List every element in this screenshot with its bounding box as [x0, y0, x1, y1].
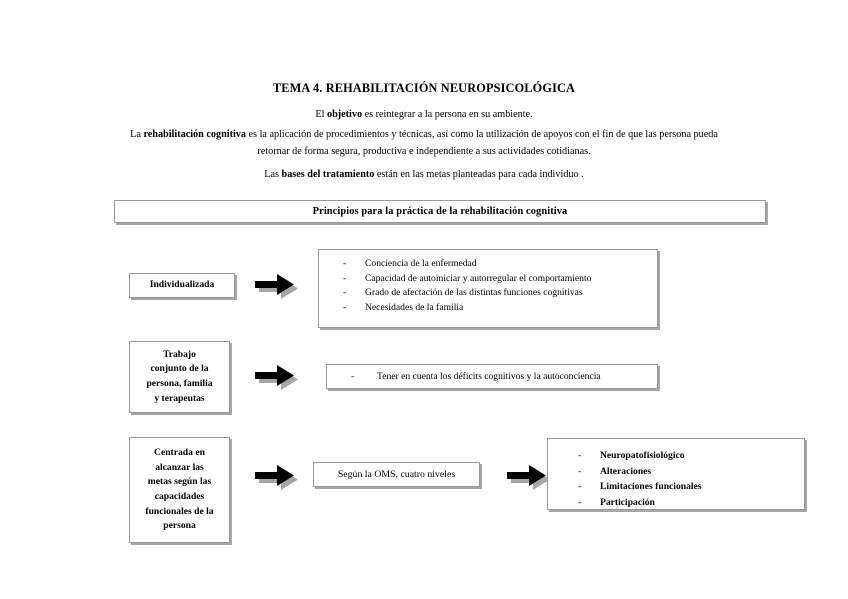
objetivo-suffix: es reintegrar a la persona en su ambient…: [362, 109, 533, 120]
bullet-dash: -: [578, 496, 582, 508]
list-item: - Tener en cuenta los déficits cognitivo…: [327, 365, 657, 388]
bullet-dash: -: [343, 258, 347, 269]
bases-line: Las bases del tratamiento están en las m…: [0, 167, 848, 182]
rehabilitacion-paragraph: La rehabilitación cognitiva es la aplica…: [66, 127, 782, 160]
list-item-label: Participación: [600, 496, 655, 508]
rehabilitacion-line-1: La rehabilitación cognitiva es la aplica…: [66, 127, 782, 144]
right-block-arrow-icon: [505, 464, 551, 490]
list-item-label: Alteraciones: [600, 465, 652, 477]
objetivo-bold: objetivo: [326, 109, 363, 120]
label-line: Trabajo: [163, 348, 196, 360]
bases-suffix: están en las metas planteadas para cada …: [374, 169, 584, 180]
rehabilitacion-line-2: retornar de forma segura, productiva e i…: [257, 145, 591, 157]
label-line: alcanzar las: [155, 461, 204, 473]
principio-individualizada-box: Individualizada: [129, 273, 235, 298]
label-line: Centrada en: [154, 447, 205, 459]
list-item-label: Limitaciones funcionales: [600, 481, 702, 492]
bullet-dash: -: [578, 450, 582, 461]
oms-niveles-box: Según la OMS, cuatro niveles: [313, 462, 480, 487]
list-item: - Conciencia de la enfermedad: [343, 257, 651, 272]
label-line: capacidades: [154, 491, 205, 502]
bullet-list: - Conciencia de la enfermedad - Capacida…: [319, 250, 657, 321]
oms-niveles-label: Según la OMS, cuatro niveles: [337, 469, 456, 480]
label-line: metas según las: [147, 476, 212, 488]
bullet-list: - Neuropatofisiológico - Alteraciones - …: [548, 439, 804, 516]
bullet-dash: -: [578, 465, 582, 477]
principio-centrada-metas-label: Centrada en alcanzar las metas según las…: [145, 446, 213, 534]
list-item: - Alteraciones: [578, 464, 798, 480]
principio-individualizada-label: Individualizada: [149, 279, 215, 291]
bases-bold: bases del tratamiento: [281, 169, 375, 180]
oms-niveles-details-box: - Neuropatofisiológico - Alteraciones - …: [547, 438, 805, 510]
rehabilitacion-prefix: La: [130, 129, 144, 140]
bases-prefix: Las: [264, 169, 282, 180]
right-block-arrow-icon: [253, 273, 299, 299]
list-item: - Limitaciones funcionales: [578, 479, 798, 495]
label-line: persona, familia: [146, 378, 213, 389]
principio-individualizada-details-box: - Conciencia de la enfermedad - Capacida…: [318, 249, 658, 328]
objetivo-prefix: El: [315, 109, 327, 120]
list-item: - Necesidades de la familia: [343, 301, 651, 316]
label-line: persona: [163, 520, 196, 532]
principios-banner: Principios para la práctica de la rehabi…: [114, 200, 766, 223]
bullet-dash: -: [343, 287, 347, 299]
page-title: TEMA 4. REHABILITACIÓN NEUROPSICOLÓGICA: [272, 81, 576, 95]
right-block-arrow-icon: [253, 464, 299, 490]
list-item-label: Grado de afectación de las distintas fun…: [365, 287, 583, 299]
principio-centrada-metas-box: Centrada en alcanzar las metas según las…: [129, 437, 230, 543]
principios-banner-label: Principios para la práctica de la rehabi…: [312, 206, 568, 217]
list-item: - Grado de afectación de las distintas f…: [343, 286, 651, 301]
bullet-dash: -: [578, 481, 582, 492]
principio-trabajo-conjunto-label: Trabajo conjunto de la persona, familia …: [146, 348, 212, 406]
list-item-label: Tener en cuenta los déficits cognitivos …: [377, 371, 601, 382]
rehabilitacion-text-1: es la aplicación de procedimientos y téc…: [245, 129, 718, 140]
list-item-label: Neuropatofisiológico: [600, 450, 685, 461]
bullet-dash: -: [343, 301, 347, 313]
list-item-label: Conciencia de la enfermedad: [365, 258, 477, 269]
list-item: - Neuropatofisiológico: [578, 448, 798, 464]
objetivo-line: El objetivo es reintegrar a la persona e…: [0, 107, 848, 122]
list-item: - Capacidad de autoiniciar y autorregula…: [343, 272, 651, 287]
bullet-dash: -: [343, 272, 347, 284]
label-line: funcionales de la: [145, 505, 214, 517]
list-item-label: Capacidad de autoiniciar y autorregular …: [365, 272, 592, 284]
principio-trabajo-conjunto-details-box: - Tener en cuenta los déficits cognitivo…: [326, 364, 658, 389]
principio-trabajo-conjunto-box: Trabajo conjunto de la persona, familia …: [129, 341, 230, 413]
rehabilitacion-bold: rehabilitación cognitiva: [143, 129, 246, 140]
label-line: y terapeutas: [154, 392, 205, 404]
list-item-label: Necesidades de la familia: [365, 301, 464, 313]
list-item: - Participación: [578, 495, 798, 511]
bullet-dash: -: [351, 371, 355, 382]
right-block-arrow-icon: [253, 364, 299, 390]
label-line: conjunto de la: [150, 363, 209, 375]
